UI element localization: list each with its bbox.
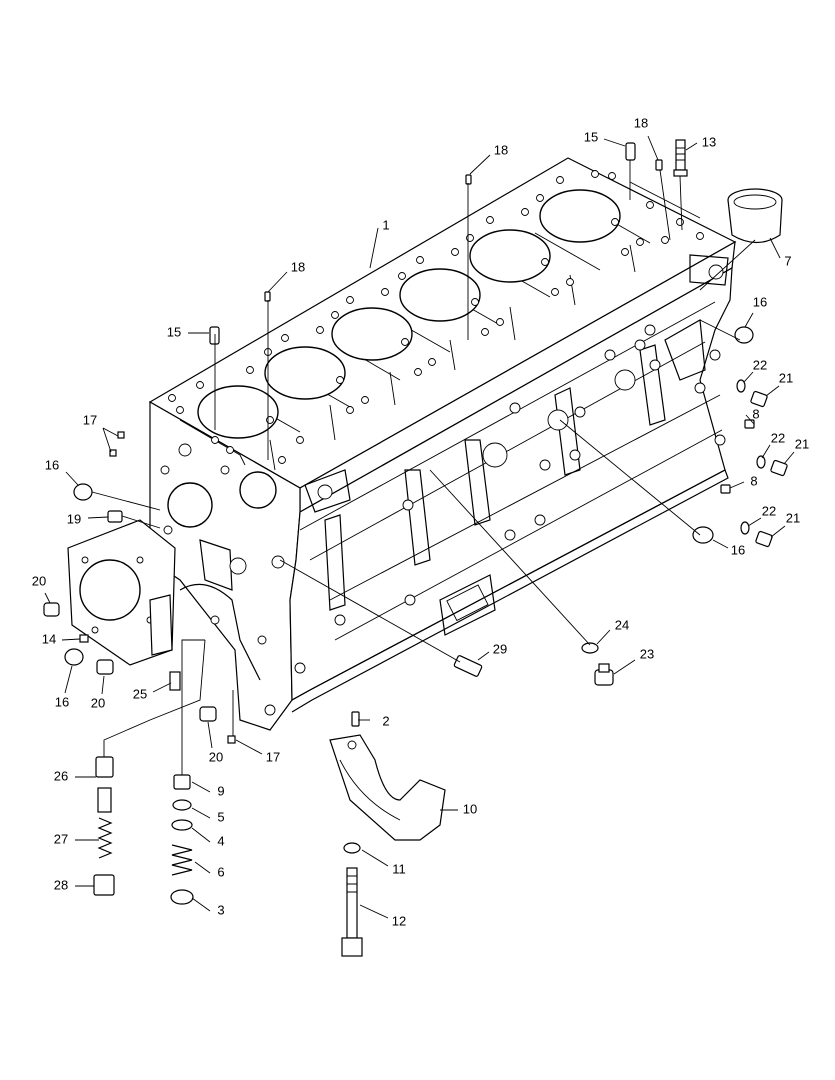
callout-c20b: 20 (91, 695, 105, 710)
pin-17 (109, 431, 236, 744)
liner-ring-7 (727, 188, 783, 244)
callout-c15a: 15 (584, 129, 598, 144)
bushing-20 (43, 602, 217, 722)
plug-19 (107, 510, 123, 523)
callout-c6: 6 (217, 864, 224, 879)
callout-c28: 28 (54, 877, 68, 892)
callout-c29: 29 (493, 641, 507, 656)
callout-c17a: 17 (83, 412, 97, 427)
callout-c13: 13 (702, 134, 716, 149)
callout-c22c: 22 (762, 503, 776, 518)
callout-c22b: 22 (771, 430, 785, 445)
callout-c14: 14 (42, 631, 56, 646)
callout-c16d: 16 (55, 694, 69, 709)
piston-9 (173, 774, 191, 790)
callout-c2: 2 (382, 713, 389, 728)
spring-6 (171, 844, 193, 876)
callout-c16b: 16 (45, 457, 59, 472)
main-bearing-cap-10 (329, 734, 446, 841)
callout-c20c: 20 (209, 749, 223, 764)
plug-21 (750, 390, 788, 548)
callout-c16a: 16 (753, 294, 767, 309)
plug-16 (64, 326, 754, 666)
callout-c3: 3 (217, 902, 224, 917)
dowel-2 (351, 711, 360, 727)
callout-labels: 1234567889101112131415151616161617171818… (32, 115, 809, 928)
rear-flange-plate (67, 519, 176, 666)
ring-4 (171, 819, 193, 831)
pin-18 (264, 159, 663, 302)
cylinder-block (148, 157, 737, 731)
callout-c8b: 8 (750, 473, 757, 488)
callout-c9: 9 (217, 783, 224, 798)
dowel-sleeve-15-left (209, 326, 220, 345)
dowel-sleeve-15-upper (625, 142, 636, 161)
washer-22 (736, 379, 766, 535)
washer-24 (581, 642, 599, 654)
callout-c21b: 21 (795, 436, 809, 451)
callout-c18b: 18 (494, 142, 508, 157)
sensor-29 (453, 655, 483, 677)
callout-c18c: 18 (291, 259, 305, 274)
pin-14 (79, 634, 89, 643)
callout-c19: 19 (67, 511, 81, 526)
callout-c27: 27 (54, 831, 68, 846)
callout-c12: 12 (392, 913, 406, 928)
fitting-13 (673, 139, 688, 177)
callout-c24: 24 (615, 617, 629, 632)
callout-c5: 5 (217, 809, 224, 824)
callout-c25: 25 (133, 686, 147, 701)
callout-c10: 10 (463, 801, 477, 816)
callout-c7: 7 (784, 253, 791, 268)
cap-3 (170, 889, 194, 905)
callout-c20a: 20 (32, 573, 46, 588)
callout-c1: 1 (382, 217, 389, 232)
fitting-25 (169, 671, 181, 691)
spring-27 (97, 817, 113, 859)
callout-c26: 26 (54, 768, 68, 783)
callout-c4: 4 (217, 833, 224, 848)
callout-c11: 11 (392, 861, 406, 876)
callout-c23: 23 (640, 646, 654, 661)
callout-c18a: 18 (634, 115, 648, 130)
callout-c21c: 21 (786, 510, 800, 525)
leader-lines (44, 135, 795, 919)
washer-5 (172, 799, 192, 811)
callout-c22a: 22 (753, 357, 767, 372)
callout-c21a: 21 (779, 370, 793, 385)
plug-8 (720, 419, 755, 494)
washer-11 (343, 842, 361, 854)
callout-c17b: 17 (266, 749, 280, 764)
callout-c16c: 16 (731, 542, 745, 557)
plug-23 (594, 663, 614, 686)
bolt-12 (341, 867, 363, 957)
callout-c8a: 8 (752, 406, 759, 421)
plug-28 (93, 874, 115, 896)
callout-c15b: 15 (167, 324, 181, 339)
relief-valve-26 (95, 756, 114, 813)
